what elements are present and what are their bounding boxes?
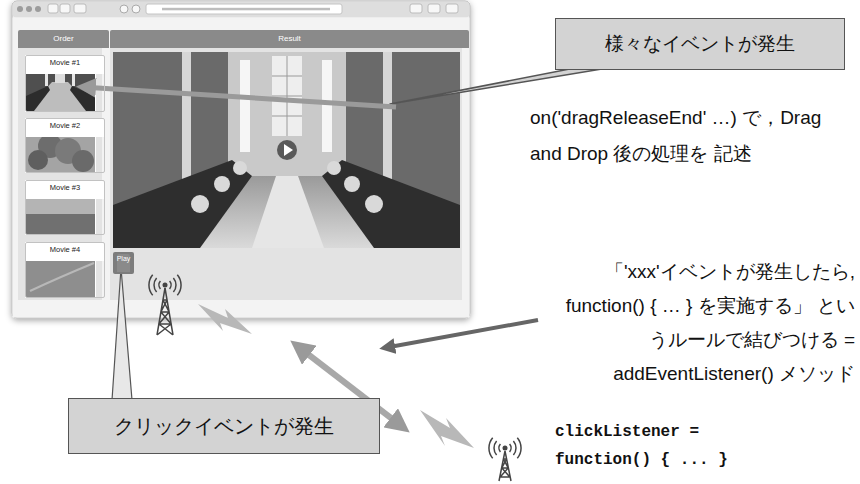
callout-box: クリックイベントが発生 xyxy=(68,398,380,454)
title-bar xyxy=(13,2,470,18)
movie-card: Movie #2 xyxy=(25,118,105,173)
browser-window xyxy=(12,1,470,318)
flowers xyxy=(344,176,360,192)
nav-button xyxy=(48,4,58,13)
nav-button xyxy=(74,4,86,13)
callout-text: クリックイベントが発生 xyxy=(114,413,334,440)
tower xyxy=(499,451,511,481)
panel-header: Order xyxy=(18,30,109,48)
code-text: clickListener = function() { ... } xyxy=(555,418,770,474)
thumbnail-tree xyxy=(26,132,95,172)
callout-pointer xyxy=(390,66,620,104)
radio-waves xyxy=(510,438,521,459)
flowers xyxy=(214,176,230,192)
tall-window xyxy=(240,60,250,152)
movie-title: Movie #4 xyxy=(26,243,104,261)
video-ground xyxy=(113,52,460,248)
result-panel-ground xyxy=(110,48,462,300)
thumbnail-pews xyxy=(26,86,50,111)
radio-waves xyxy=(170,275,181,296)
play-button: Play xyxy=(113,252,134,274)
window-button xyxy=(26,6,32,12)
movie-thumbnails xyxy=(25,55,96,298)
flowers xyxy=(233,161,247,175)
antenna-symbol xyxy=(149,275,181,335)
thumbnail-leaves xyxy=(72,150,94,172)
window-button xyxy=(17,6,23,12)
result-panel: ResultPlay xyxy=(110,30,469,300)
address-bar xyxy=(146,4,342,14)
aisle xyxy=(252,176,324,248)
antenna-symbol xyxy=(489,438,521,481)
thumbnail-streak xyxy=(30,263,94,291)
antenna-tip xyxy=(503,446,508,451)
thumbnail-sea xyxy=(26,214,95,234)
window-button xyxy=(35,6,41,12)
thumbnail-church xyxy=(26,69,95,111)
radio-waves xyxy=(489,438,500,459)
play-icon xyxy=(277,140,297,160)
pointer-arrow xyxy=(82,87,396,107)
callout-text: 様々なイベントが発生 xyxy=(605,31,795,57)
tower xyxy=(157,288,173,335)
video-image xyxy=(113,52,460,248)
movie-card: Movie #3 xyxy=(25,180,105,235)
callout-box: 様々なイベントが発生 xyxy=(555,18,845,70)
pews xyxy=(113,160,252,248)
movie-title: Movie #1 xyxy=(26,56,104,74)
pointer-arrow xyxy=(384,320,538,348)
nav-button xyxy=(60,4,70,13)
stained-window xyxy=(272,56,302,136)
movie-title: Movie #2 xyxy=(26,119,104,137)
radio-waves xyxy=(149,275,160,296)
movie-card: Movie #1 xyxy=(25,55,105,112)
address-text-mark xyxy=(162,8,330,11)
order-panel: OrderMovie #1 Movie #2 Movie #3 Movie #4 xyxy=(18,30,109,300)
antenna-tip xyxy=(163,283,168,288)
callout-pointer xyxy=(112,268,132,400)
flowers xyxy=(327,161,341,175)
thumbnail-sky xyxy=(26,256,95,297)
thumbnail-leaves xyxy=(28,150,48,170)
lightning-bolt xyxy=(420,410,474,448)
panel-header: Result xyxy=(110,30,469,48)
page-area xyxy=(13,18,470,318)
annotation-text: on('dragReleaseEnd' …) で，Drag and Drop 後… xyxy=(530,100,830,172)
flowers xyxy=(191,195,209,213)
movie-title: Movie #3 xyxy=(26,181,104,199)
pews xyxy=(322,160,460,248)
toolbar-icon xyxy=(132,5,140,13)
movie-card: Movie #4 xyxy=(25,242,105,298)
toolbar-icon xyxy=(120,5,128,13)
window-frame xyxy=(12,1,470,318)
toolbar-icon xyxy=(446,4,458,13)
toolbar-icon xyxy=(428,4,440,13)
tall-window xyxy=(322,60,332,152)
window-lead xyxy=(272,56,302,136)
lightning-bolt xyxy=(198,304,252,334)
flowers xyxy=(365,195,383,213)
play-icon xyxy=(284,144,293,156)
annotation-text: 「'xxx'イベントが発生したら, function() { … } を実施する… xyxy=(550,255,855,391)
toolbar-icon xyxy=(410,4,422,13)
button-label: Play xyxy=(117,254,131,272)
back-wall xyxy=(228,52,346,176)
